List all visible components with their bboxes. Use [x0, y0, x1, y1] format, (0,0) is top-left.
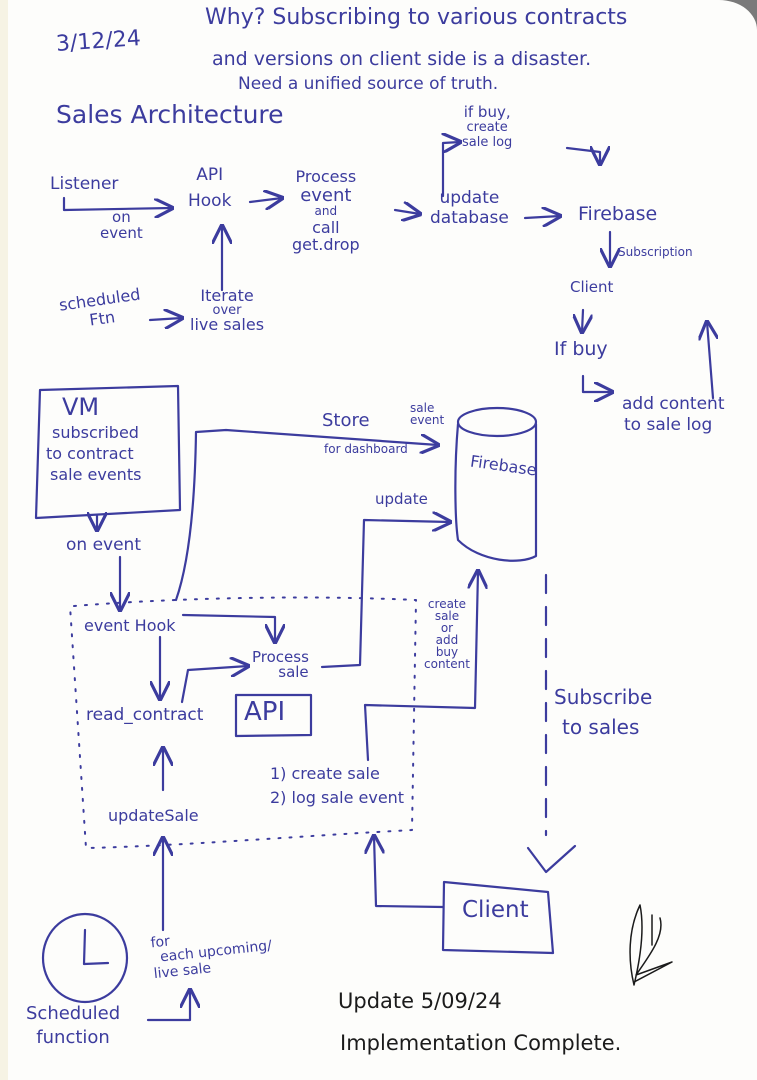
arrow-listener-to-hook [62, 196, 172, 210]
for-dashboard-label: for dashboard [324, 442, 408, 456]
date: 3/12/24 [55, 26, 142, 57]
arrow-process-to-update [393, 210, 420, 214]
arrow-hook-to-process [248, 198, 282, 202]
firebase-cylinder-body [454, 422, 538, 562]
if-buy-create-log-label: if buy, create sale log [462, 103, 513, 151]
client-label-top: Client [570, 278, 614, 296]
vm-box-label: VM subscribed to contract sale events [46, 393, 142, 484]
paper-edge [0, 0, 8, 1080]
vm-box [34, 384, 182, 520]
api-box-border [234, 693, 313, 738]
process-event-label: Process event and call get.drop [292, 167, 360, 255]
create-sale-or-add-label: create sale or add buy content [424, 597, 470, 671]
if-buy-label: If buy [554, 338, 608, 360]
subscription-label: Subscription [618, 245, 693, 259]
arrow-client-to-log [374, 836, 445, 909]
client-box-label: Client [462, 897, 529, 923]
event-hook-label: event Hook [84, 616, 176, 635]
client-box-border [441, 880, 555, 955]
signature [629, 904, 673, 986]
arrow-update-to-firebase [523, 216, 560, 218]
arrow-if-buy-to-add [581, 374, 612, 392]
arrow-process-to-update-fb [320, 520, 450, 669]
implementation-status: Implementation Complete. [340, 1031, 622, 1055]
on-event-label-bottom: on event [66, 535, 141, 555]
clock-icon [41, 912, 129, 1004]
read-contract-label: read_contract [86, 705, 204, 725]
why-line-1: Why? Subscribing to various contracts [205, 5, 628, 30]
arrow-update-to-if-buy [443, 142, 460, 198]
arrow-add-back-up [707, 322, 713, 400]
store-label: Store [322, 410, 370, 431]
api-box-label: API [244, 697, 286, 727]
update-label: update [375, 490, 428, 508]
arrow-hook-to-process-sale [181, 613, 275, 642]
why-line-3: Need a unified source of truth. [238, 74, 499, 94]
firebase-cylinder-top [456, 406, 538, 438]
arrow-log-to-firebase [565, 148, 600, 164]
arrow-create-to-firebase [363, 571, 478, 762]
page-corner [717, 0, 757, 30]
arrow-readcontract-to-process [180, 666, 248, 704]
update-date: Update 5/09/24 [338, 989, 502, 1013]
clock-hands [82, 928, 110, 966]
arrow-scheduled-to-foreach [146, 990, 190, 1022]
arrow-client-to-if-buy [582, 308, 583, 332]
arrow-store-event [174, 428, 438, 602]
firebase-label-top: Firebase [578, 203, 658, 225]
listener-label: Listener [50, 174, 119, 194]
update-sale-label: updateSale [108, 806, 199, 825]
why-line-2: and versions on client side is a disaste… [212, 48, 592, 70]
page-title: Sales Architecture [56, 100, 284, 129]
arrow-subscribe-head [526, 844, 577, 874]
arrow-scheduled-to-iterate [148, 318, 182, 320]
